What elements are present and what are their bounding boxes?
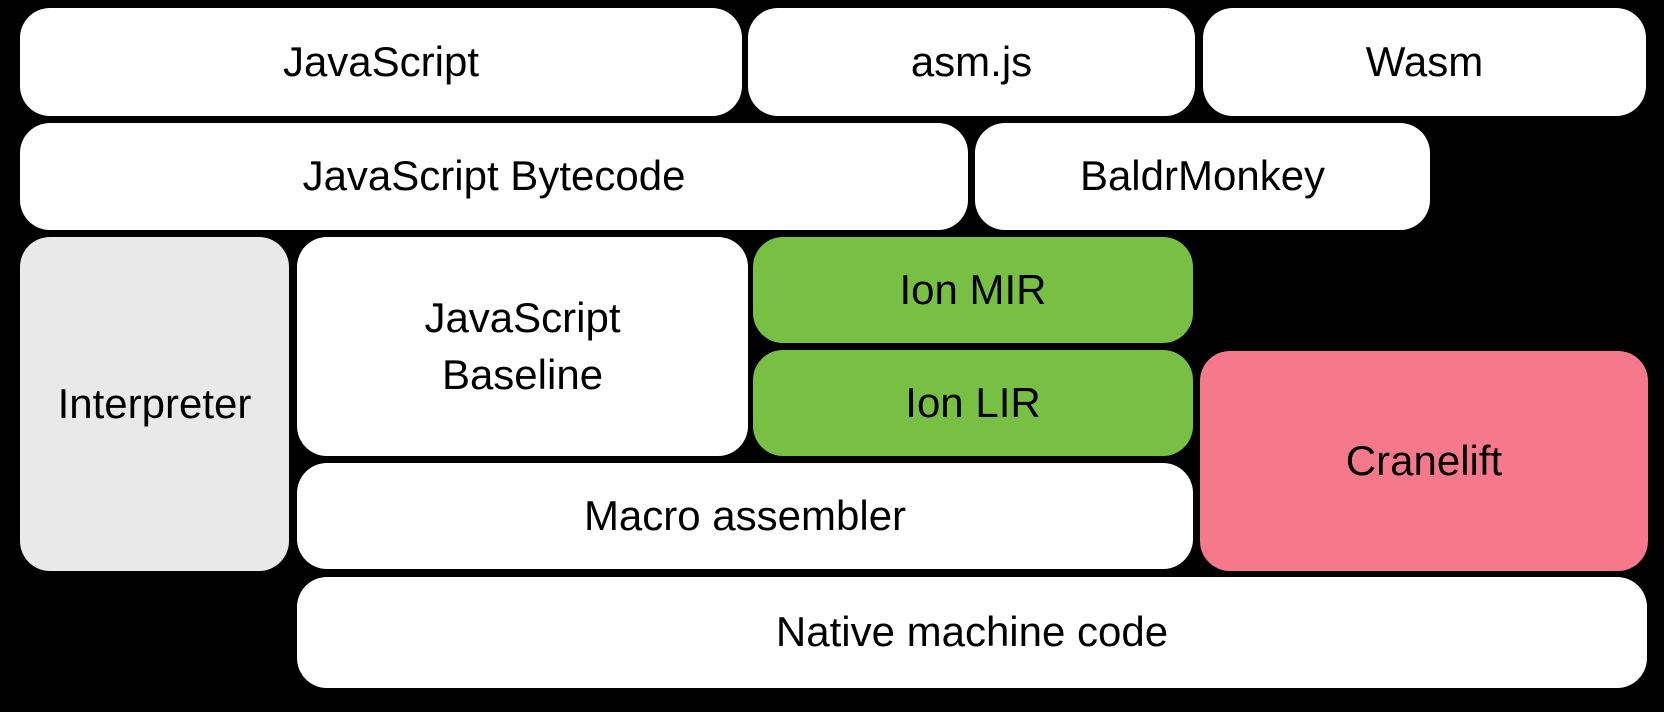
interpreter-label: Interpreter — [57, 379, 252, 427]
native-machine-code-label: Native machine code — [775, 608, 1169, 656]
baldrmonkey-box: BaldrMonkey — [975, 123, 1430, 230]
ion-mir-box: Ion MIR — [753, 237, 1193, 343]
macro-assembler-label: Macro assembler — [583, 491, 907, 539]
cranelift-label: Cranelift — [1345, 436, 1503, 484]
javascript-bytecode-box: JavaScript Bytecode — [20, 123, 968, 230]
macro-assembler-box: Macro assembler — [297, 463, 1193, 569]
wasm-box: Wasm — [1203, 8, 1646, 116]
javascript-box: JavaScript — [20, 8, 742, 116]
baldrmonkey-label: BaldrMonkey — [1079, 152, 1326, 200]
interpreter-box: Interpreter — [20, 237, 289, 571]
wasm-label: Wasm — [1365, 37, 1484, 85]
javascript-baseline-label: JavaScript Baseline — [424, 293, 621, 398]
native-machine-code-box: Native machine code — [297, 577, 1647, 688]
asmjs-label: asm.js — [910, 37, 1033, 85]
ion-lir-label: Ion LIR — [905, 378, 1041, 426]
javascript-label: JavaScript — [282, 37, 480, 85]
asmjs-box: asm.js — [748, 8, 1195, 116]
cranelift-box: Cranelift — [1200, 351, 1648, 571]
javascript-baseline-box: JavaScript Baseline — [297, 237, 748, 456]
ion-lir-box: Ion LIR — [753, 350, 1193, 456]
javascript-bytecode-label: JavaScript Bytecode — [302, 152, 686, 200]
ion-mir-label: Ion MIR — [899, 265, 1047, 313]
